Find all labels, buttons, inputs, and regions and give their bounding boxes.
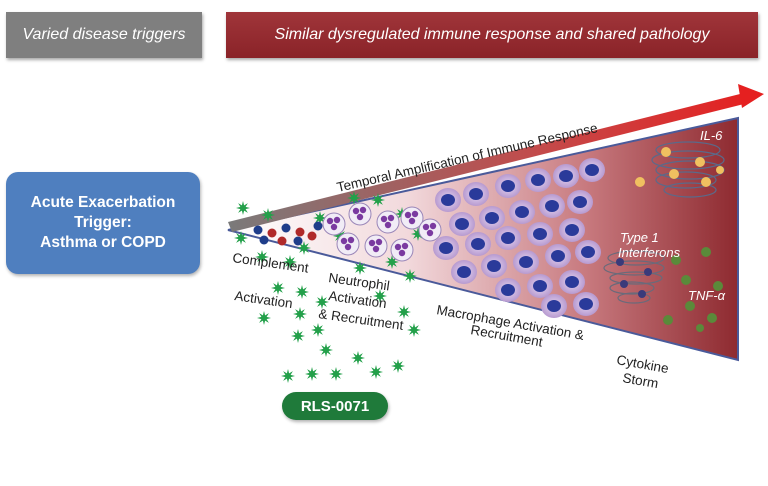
macrophage-cell xyxy=(525,168,551,192)
macrophage-cell xyxy=(433,236,459,260)
macrophage-cell xyxy=(527,222,553,246)
macrophage-cell xyxy=(545,244,571,268)
interferon-label-line-1: Type 1 xyxy=(620,230,659,245)
rls-0071-particle xyxy=(295,285,309,299)
neutrophil-cell xyxy=(348,202,372,226)
trigger-line-2: Trigger: xyxy=(74,214,132,231)
macrophage-cell xyxy=(513,250,539,274)
disease-triggers-label: Varied disease triggers xyxy=(22,26,186,43)
rls-0071-particle xyxy=(305,367,319,381)
macrophage-cell xyxy=(463,182,489,206)
macrophage-cell xyxy=(559,270,585,294)
rls-0071-particle xyxy=(371,193,385,207)
complement-label-line-1: Complement xyxy=(232,250,310,276)
macrophage-cell xyxy=(481,254,507,278)
amplification-arrowhead xyxy=(738,84,764,108)
rls-0071-label: RLS-0071 xyxy=(300,397,370,415)
rls-0071-particle xyxy=(291,329,305,343)
complement-protein xyxy=(313,221,323,231)
rls-0071-particle xyxy=(271,281,285,295)
rls-0071-particle xyxy=(255,250,269,264)
macrophage-cell xyxy=(539,194,565,218)
neutrophil-cell xyxy=(364,234,388,258)
rls-0071-particle xyxy=(281,369,295,383)
complement-protein xyxy=(277,236,287,246)
macrophage-cell xyxy=(495,278,521,302)
complement-proteins xyxy=(253,221,323,246)
rls-0071-particle xyxy=(403,269,417,283)
rls-0071-particle xyxy=(407,323,421,337)
rls-0071-particle xyxy=(329,367,343,381)
rls-0071-pill: RLS-0071 xyxy=(282,392,388,420)
complement-protein xyxy=(293,236,303,246)
macrophage-cell xyxy=(541,294,567,318)
immune-response-label: Similar dysregulated immune response and… xyxy=(274,26,710,43)
neutrophil-cell xyxy=(376,210,400,234)
complement-protein xyxy=(253,225,263,235)
rls-0071-particle xyxy=(347,191,361,205)
interferon-label-line-2: Interferons xyxy=(618,245,681,260)
rls-0071-particle xyxy=(234,231,248,245)
rls-0071-particle xyxy=(369,365,383,379)
macrophage-cell xyxy=(553,164,579,188)
complement-protein xyxy=(267,228,277,238)
rls-0071-particle xyxy=(319,343,333,357)
rls-0071-particle xyxy=(236,201,250,215)
macrophage-cell xyxy=(509,200,535,224)
neutrophil-cell xyxy=(400,206,424,230)
complement-protein xyxy=(295,227,305,237)
immune-response-banner: Similar dysregulated immune response and… xyxy=(226,12,758,58)
rls-0071-particle xyxy=(373,289,387,303)
neutrophil-cell xyxy=(336,232,360,256)
macrophage-cell xyxy=(495,174,521,198)
amplification-arrow xyxy=(228,92,752,232)
macrophage-cell xyxy=(495,226,521,250)
interferon-cytokine-cluster xyxy=(603,250,665,304)
macrophage-cell xyxy=(527,274,553,298)
macrophage-cell xyxy=(449,212,475,236)
neutrophil-label-line-3: & Recruitment xyxy=(318,306,405,333)
rls-0071-particle xyxy=(261,208,275,222)
rls-0071-particle xyxy=(397,305,411,319)
macrophage-cells xyxy=(433,158,605,318)
rls-0071-particle xyxy=(257,311,271,325)
rls-0071-particle xyxy=(315,295,329,309)
il6-label: IL-6 xyxy=(700,128,723,143)
macrophage-cell xyxy=(465,232,491,256)
rls-0071-particle xyxy=(311,323,325,337)
complement-protein xyxy=(281,223,291,233)
macrophage-cell xyxy=(451,260,477,284)
neutrophil-cell xyxy=(390,238,414,262)
acute-exacerbation-trigger-box: Acute Exacerbation Trigger: Asthma or CO… xyxy=(6,172,200,274)
disease-triggers-banner: Varied disease triggers xyxy=(6,12,202,58)
macrophage-cell xyxy=(567,190,593,214)
rls-0071-particle xyxy=(353,261,367,275)
macrophage-cell xyxy=(575,240,601,264)
cytokine-storm-label-line-2: Storm xyxy=(621,370,659,391)
rls-0071-particle xyxy=(351,351,365,365)
macrophage-cell xyxy=(579,158,605,182)
neutrophil-cells xyxy=(322,202,442,262)
macrophage-cell xyxy=(573,292,599,316)
macrophage-cell xyxy=(435,188,461,212)
il6-cytokine-cluster xyxy=(635,141,725,198)
tnf-cytokine-cluster xyxy=(663,247,723,332)
macrophage-cell xyxy=(559,218,585,242)
trigger-line-3: Asthma or COPD xyxy=(40,234,166,251)
complement-protein xyxy=(259,235,269,245)
tnf-label: TNF-α xyxy=(688,288,726,303)
complement-protein xyxy=(307,231,317,241)
neutrophil-cell xyxy=(418,218,442,242)
rls-0071-particle xyxy=(293,307,307,321)
neutrophil-cell xyxy=(322,212,346,236)
rls-0071-particle xyxy=(283,255,297,269)
complement-label-line-2: Activation xyxy=(234,288,294,311)
macrophage-cell xyxy=(479,206,505,230)
trigger-line-1: Acute Exacerbation xyxy=(30,194,176,211)
rls-0071-particle xyxy=(391,359,405,373)
